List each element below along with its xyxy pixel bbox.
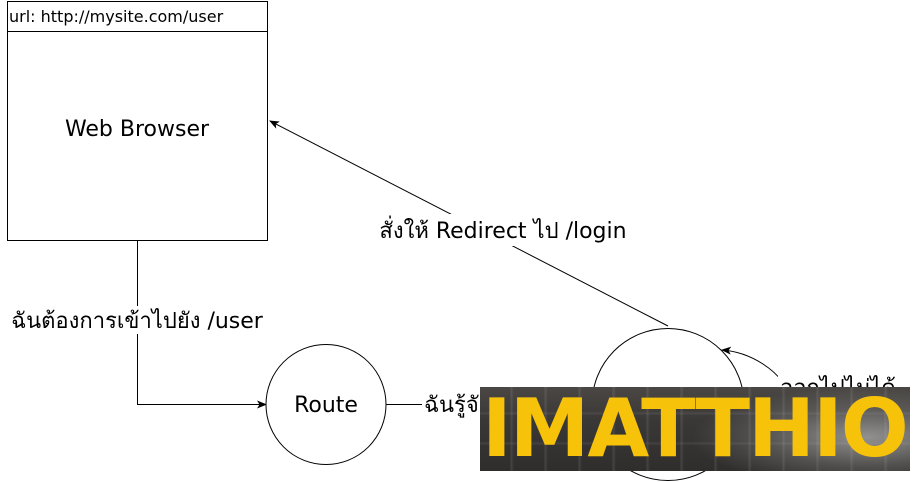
browser-frame [7, 1, 268, 241]
edge-browser-to-route: ฉันต้องการเข้าไปยัง /user [2, 240, 270, 409]
self-loop-label-bg [778, 373, 917, 387]
watermark-banner: IMATTHIO [480, 387, 910, 471]
web-browser-box: url: http://mysite.com/user Web Browser [7, 1, 268, 241]
route-node: Route [265, 344, 387, 465]
edge-redirect: สั่งให้ Redirect ไป /login [269, 120, 669, 327]
request-label: ฉันต้องการเข้าไปยัง /user [11, 308, 264, 334]
route-to-node-label: ฉันรู้จั [424, 393, 479, 418]
redirect-label-bg [378, 214, 628, 246]
redirect-label: สั่งให้ Redirect ไป /login [379, 215, 626, 244]
watermark-logo-text: IMATTHIO [482, 387, 909, 471]
route-to-node-label-bg [422, 390, 484, 420]
edge-browser-to-route-line [137, 240, 267, 409]
route-label: Route [294, 393, 358, 418]
edge-route-to-node: ฉันรู้จั [386, 390, 590, 420]
keyboard-highlight [690, 387, 910, 471]
request-label-bg [2, 306, 270, 334]
browser-title: Web Browser [65, 117, 210, 142]
address-bar-url: url: http://mysite.com/user [9, 7, 224, 26]
